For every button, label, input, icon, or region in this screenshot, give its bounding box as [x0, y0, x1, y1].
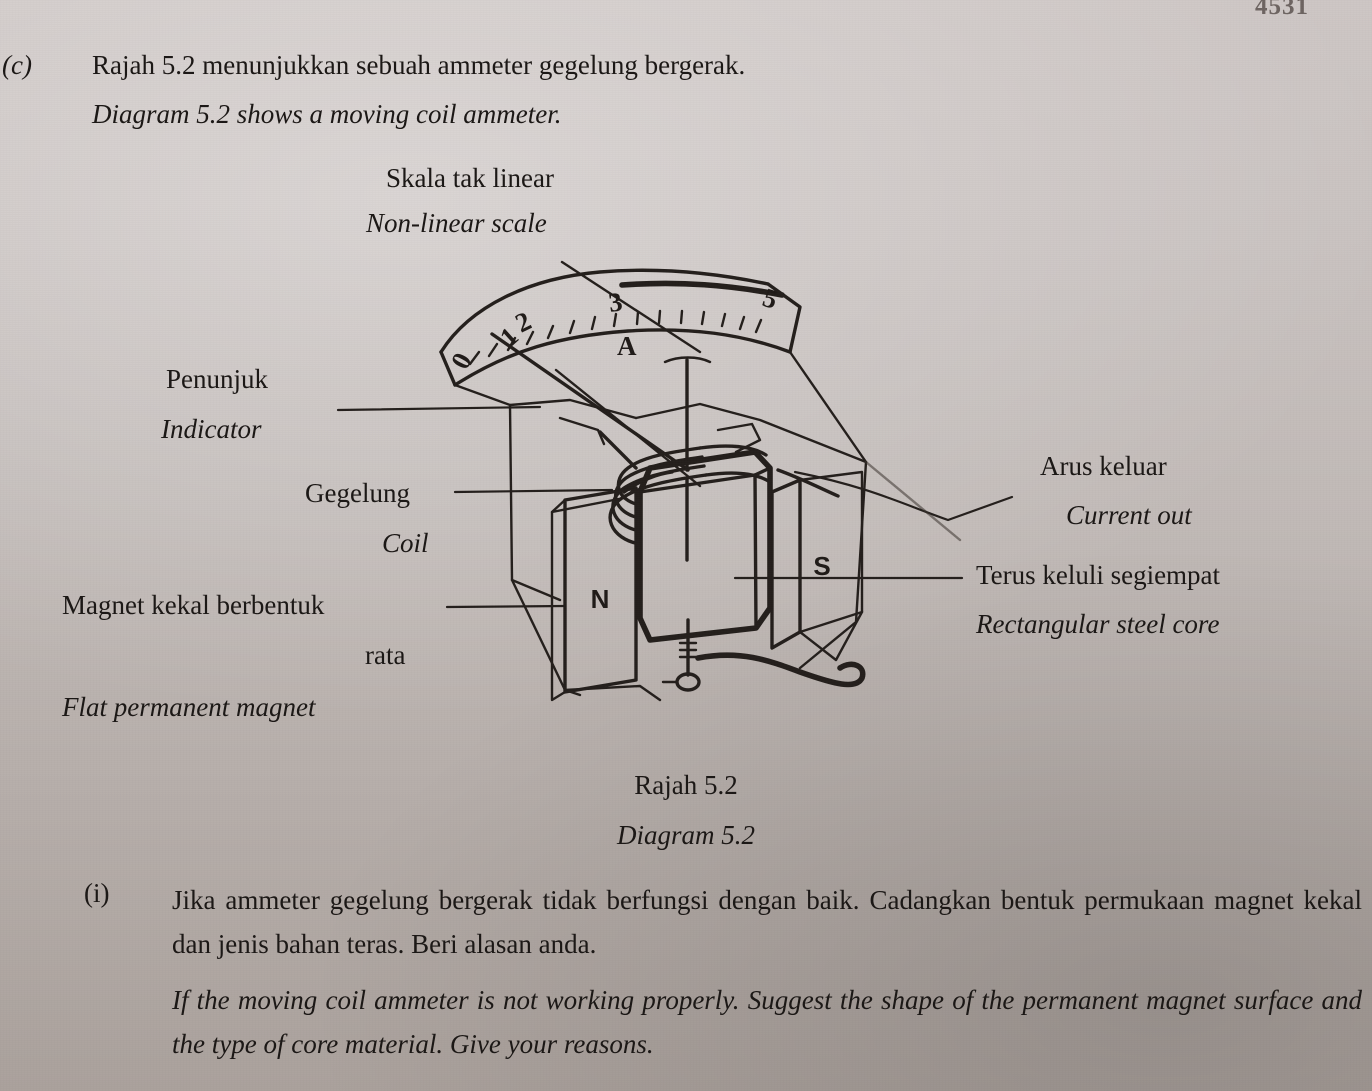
- figure-caption-english: Diagram 5.2: [616, 820, 755, 850]
- terminal-bracket-right: [716, 422, 762, 454]
- leader-current: [793, 470, 1014, 522]
- scale-ticks: [468, 309, 763, 366]
- coil-over-top-2: [704, 471, 772, 484]
- spring-coils: [678, 641, 698, 659]
- label-magnet-malay-line1: Magnet kekal berbentuk: [62, 590, 325, 620]
- dial-right-edge: [766, 282, 802, 354]
- needle-shaft: [490, 332, 690, 472]
- leader-scale: [560, 260, 702, 354]
- pole-label-south: S: [813, 551, 830, 581]
- dial-outer-arc: [439, 268, 770, 354]
- core-block: [637, 449, 773, 643]
- wire-terminal-left: [598, 430, 638, 470]
- meter-case: [453, 350, 962, 702]
- wire-current-in: [776, 468, 840, 498]
- terminal-bracket-left: [558, 416, 606, 446]
- leader-magnet: [445, 604, 567, 609]
- subquestion-marker: (i): [84, 878, 110, 908]
- lead-wires: [558, 416, 866, 688]
- question-stem-malay: Rajah 5.2 menunjukkan sebuah ammeter geg…: [92, 50, 746, 80]
- label-current-malay: Arus keluar: [1040, 451, 1167, 481]
- magnet-south-side: [798, 470, 864, 634]
- coil-over-top: [698, 444, 768, 457]
- label-coil-malay: Gegelung: [305, 478, 410, 508]
- spindle: [661, 356, 712, 692]
- pole-label-north: N: [591, 584, 610, 614]
- figure-caption-malay: Rajah 5.2: [634, 770, 738, 800]
- dial-plate: 0 1 2 3 5 A: [439, 268, 802, 387]
- case-left-panel: [453, 383, 582, 697]
- spindle-top-bearing: [663, 356, 712, 364]
- magnet-north-side: [550, 498, 567, 702]
- label-magnet-english: Flat permanent magnet: [62, 692, 316, 722]
- case-back-top: [634, 402, 868, 464]
- dial-inner-arc: [453, 328, 792, 387]
- magnet-south-face: [770, 478, 802, 650]
- question-stem-english: Diagram 5.2 shows a moving coil ammeter.: [92, 99, 562, 129]
- dial-left-edge: [439, 350, 457, 387]
- label-core-english: Rectangular steel core: [976, 609, 1220, 639]
- core-top-face: [638, 466, 772, 494]
- scale-mark-5: 5: [759, 282, 781, 315]
- label-scale-malay: Skala tak linear: [386, 163, 554, 193]
- case-right-extend: [864, 460, 962, 542]
- wire-coil-tail: [622, 470, 674, 494]
- label-magnet-malay-line2: rata: [365, 640, 406, 670]
- magnet-south-bottom: [798, 610, 864, 662]
- leader-pointer: [336, 405, 542, 412]
- label-core-malay: Terus keluli segiempat: [976, 560, 1221, 590]
- label-scale-english: Non-linear scale: [366, 208, 547, 238]
- leader-coil: [453, 488, 614, 494]
- question-marker: (c): [2, 50, 32, 80]
- subquestion-text-english: If the moving coil ammeter is not workin…: [172, 985, 1362, 1059]
- scale-unit-ampere: A: [617, 331, 637, 361]
- label-pointer-malay: Penunjuk: [166, 364, 269, 394]
- label-pointer-english: Indicator: [161, 414, 262, 444]
- magnet-north-face: [563, 486, 638, 694]
- magnet-north-top: [550, 486, 638, 514]
- core-right-edge: [753, 473, 758, 630]
- scale-mark-3: 3: [607, 286, 625, 318]
- case-left-top: [508, 398, 638, 420]
- subquestion-text-malay: Jika ammeter gegelung bergerak tidak ber…: [172, 885, 1362, 959]
- permanent-magnets: N S: [550, 470, 864, 702]
- core-and-coil: [608, 444, 773, 643]
- label-current-english: Current out: [1066, 500, 1192, 530]
- dial-top-edge: [619, 280, 785, 298]
- label-coil-english: Coil: [382, 528, 429, 558]
- page-number: 4531: [1255, 0, 1309, 20]
- wire-current-out: [695, 652, 866, 688]
- leader-lines: [336, 260, 1014, 609]
